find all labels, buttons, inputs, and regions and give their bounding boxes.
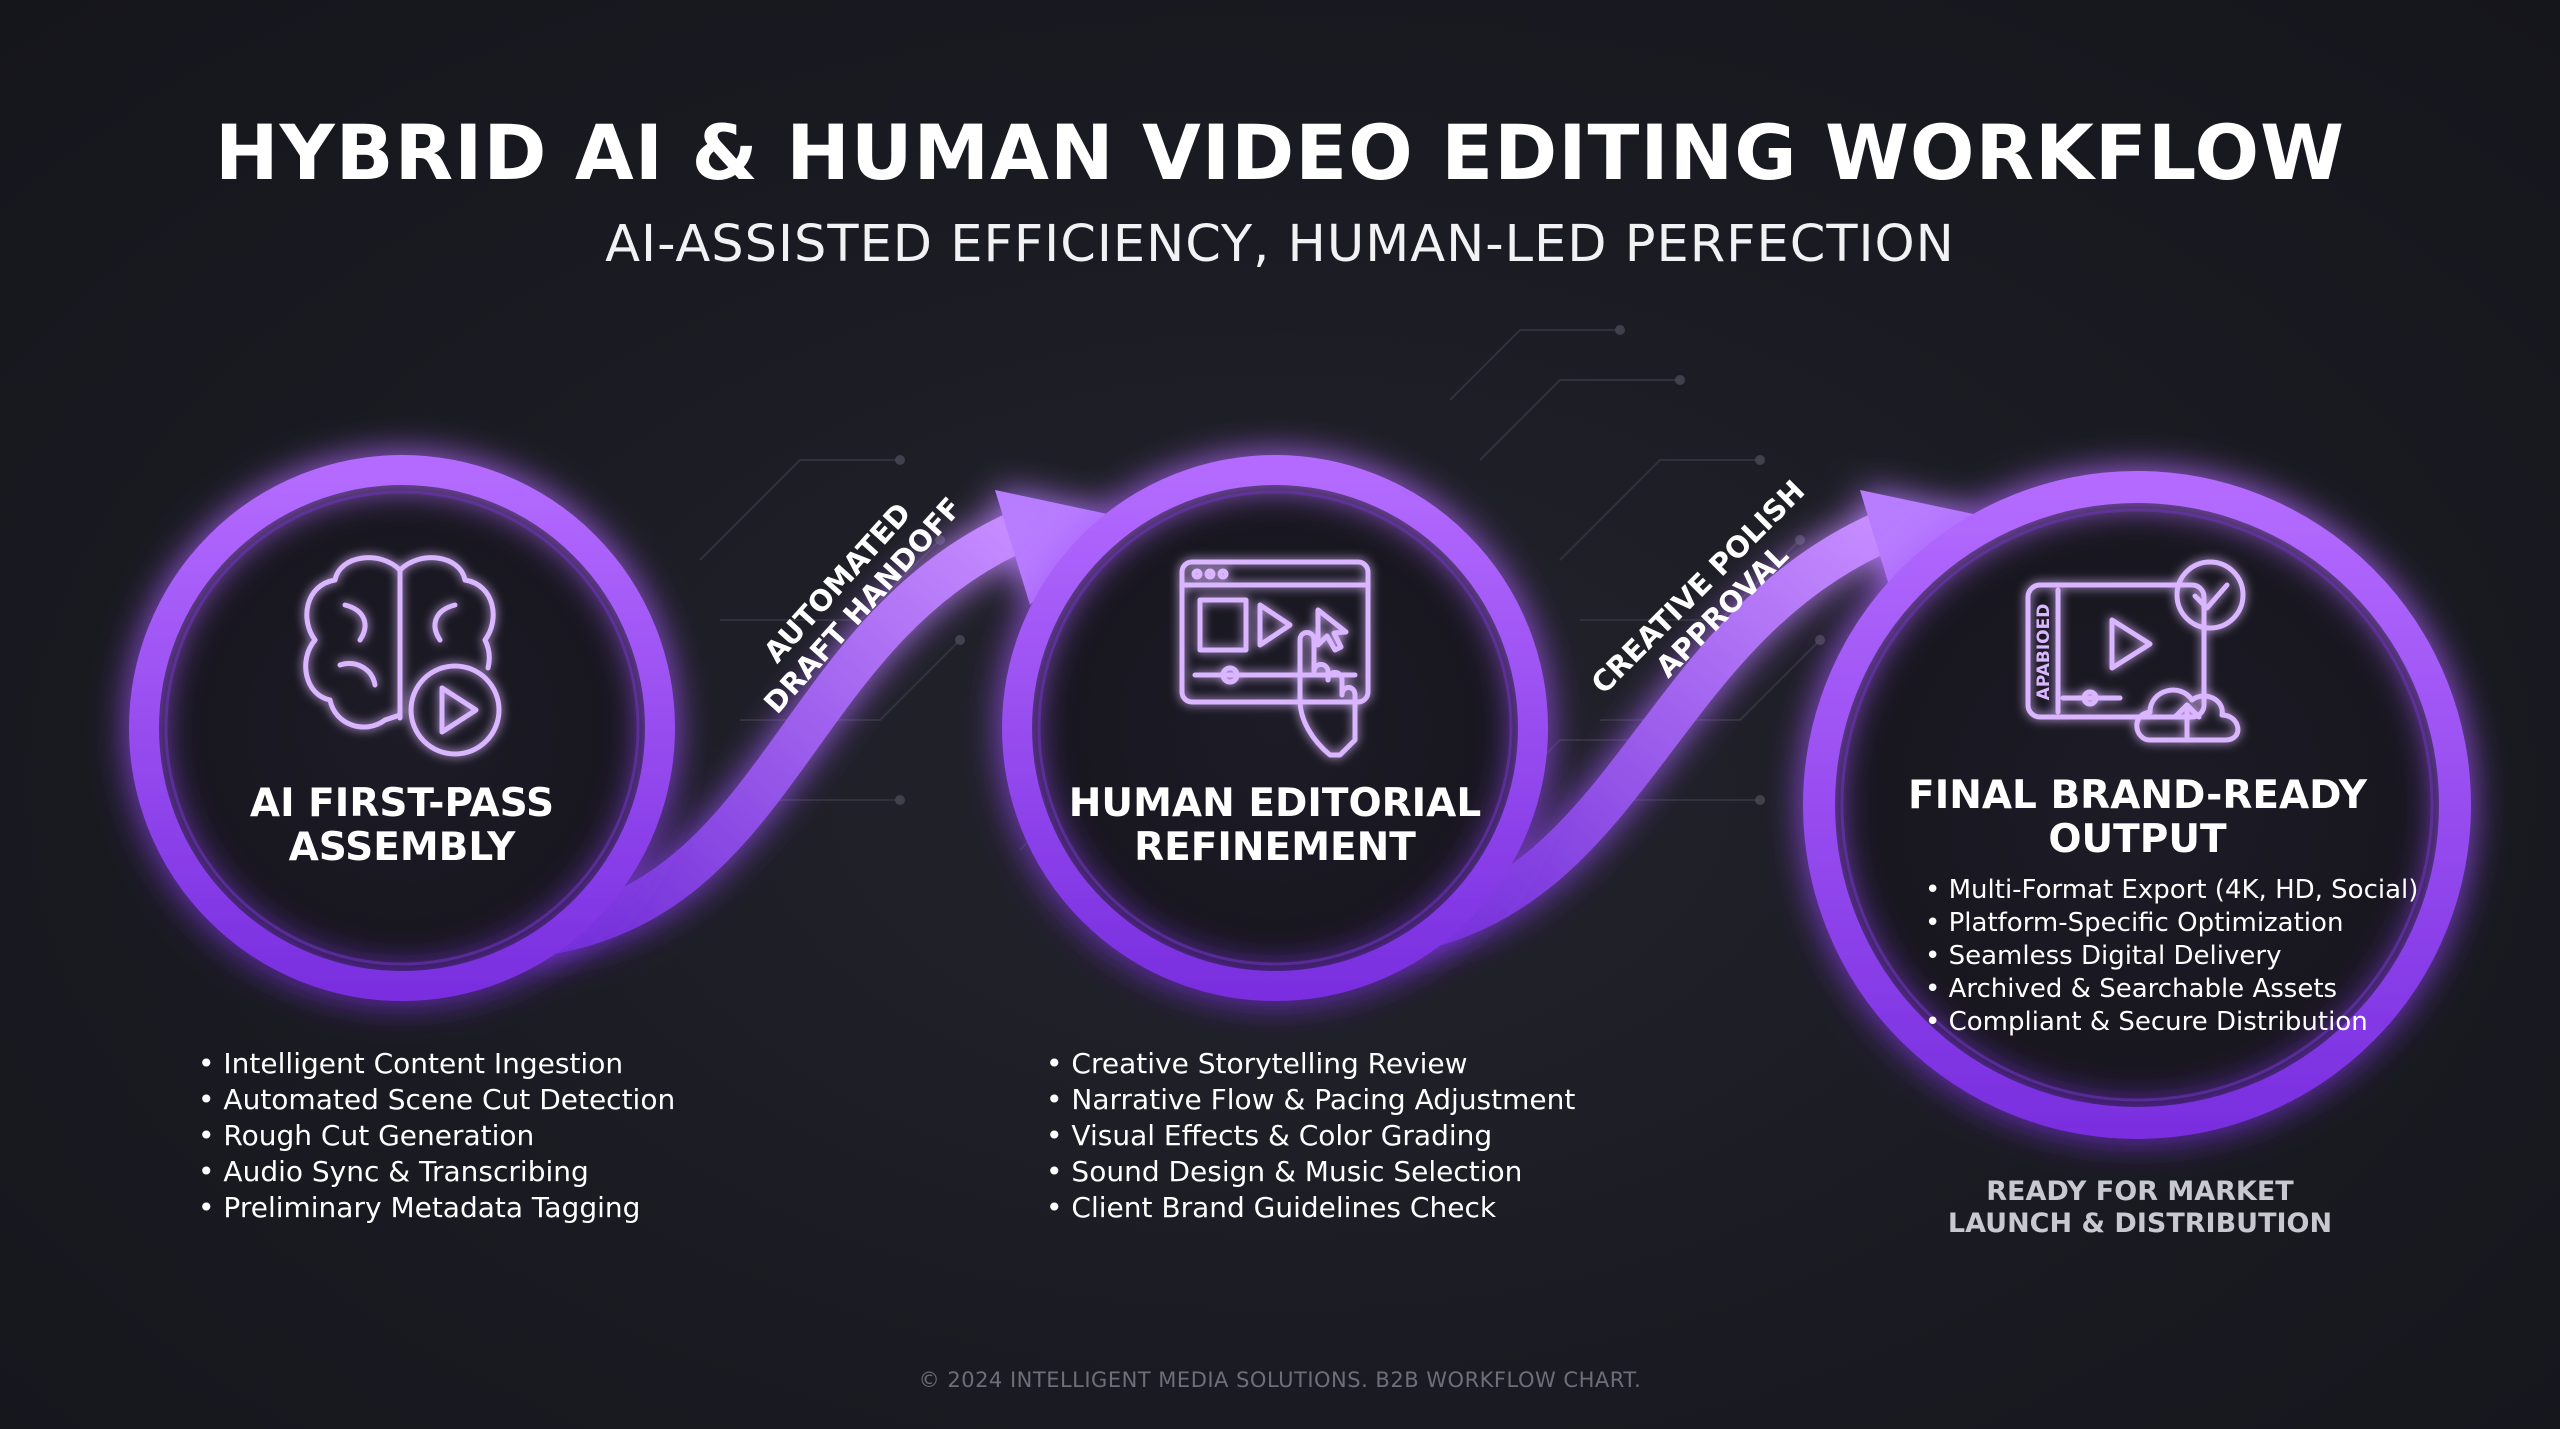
list-item: Narrative Flow & Pacing Adjustment: [1046, 1082, 1575, 1118]
connector-arrow-1: [519, 490, 1112, 956]
list-item: Creative Storytelling Review: [1046, 1046, 1575, 1082]
list-item: Platform-Specific Optimization: [1925, 907, 2418, 940]
stage-3-bullets: Multi-Format Export (4K, HD, Social) Pla…: [1925, 874, 2419, 1039]
stage-1-bullets: Intelligent Content Ingestion Automated …: [198, 1046, 675, 1226]
stage-1-title: AI FIRST-PASS ASSEMBLY: [249, 781, 555, 870]
ready-note: READY FOR MARKET LAUNCH & DISTRIBUTION: [1947, 1176, 2333, 1239]
list-item: Audio Sync & Transcribing: [198, 1154, 675, 1190]
list-item: Preliminary Metadata Tagging: [198, 1190, 675, 1226]
brain-play-icon: [303, 555, 502, 757]
stage-ring-1: [129, 455, 675, 1001]
footer: © 2024 INTELLIGENT MEDIA SOLUTIONS. B2B …: [918, 1368, 1642, 1392]
page-subtitle: AI-ASSISTED EFFICIENCY, HUMAN-LED PERFEC…: [605, 215, 1955, 274]
list-item: Client Brand Guidelines Check: [1046, 1190, 1575, 1226]
list-item: Seamless Digital Delivery: [1925, 940, 2418, 973]
list-item: Archived & Searchable Assets: [1925, 973, 2418, 1006]
list-item: Automated Scene Cut Detection: [198, 1082, 675, 1118]
page-title: HYBRID AI & HUMAN VIDEO EDITING WORKFLOW: [215, 108, 2345, 197]
video-cloud-approved-icon: [2025, 559, 2246, 743]
video-editor-touch-icon: [1179, 559, 1371, 758]
list-item: Compliant & Secure Distribution: [1925, 1006, 2418, 1039]
list-item: Rough Cut Generation: [198, 1118, 675, 1154]
stage-2-bullets: Creative Storytelling Review Narrative F…: [1046, 1046, 1575, 1226]
list-item: Multi-Format Export (4K, HD, Social): [1925, 874, 2419, 907]
list-item: Intelligent Content Ingestion: [198, 1046, 675, 1082]
icon-vertical-label: APABIOED: [2034, 604, 2054, 701]
stage-3-title: FINAL BRAND-READY OUTPUT: [1908, 773, 2367, 862]
stage-2-title: HUMAN EDITORIAL REFINEMENT: [1068, 781, 1482, 870]
circuit-nodes: [895, 325, 1825, 805]
list-item: Visual Effects & Color Grading: [1046, 1118, 1575, 1154]
stage-ring-2: [1002, 455, 1548, 1001]
list-item: Sound Design & Music Selection: [1046, 1154, 1575, 1190]
